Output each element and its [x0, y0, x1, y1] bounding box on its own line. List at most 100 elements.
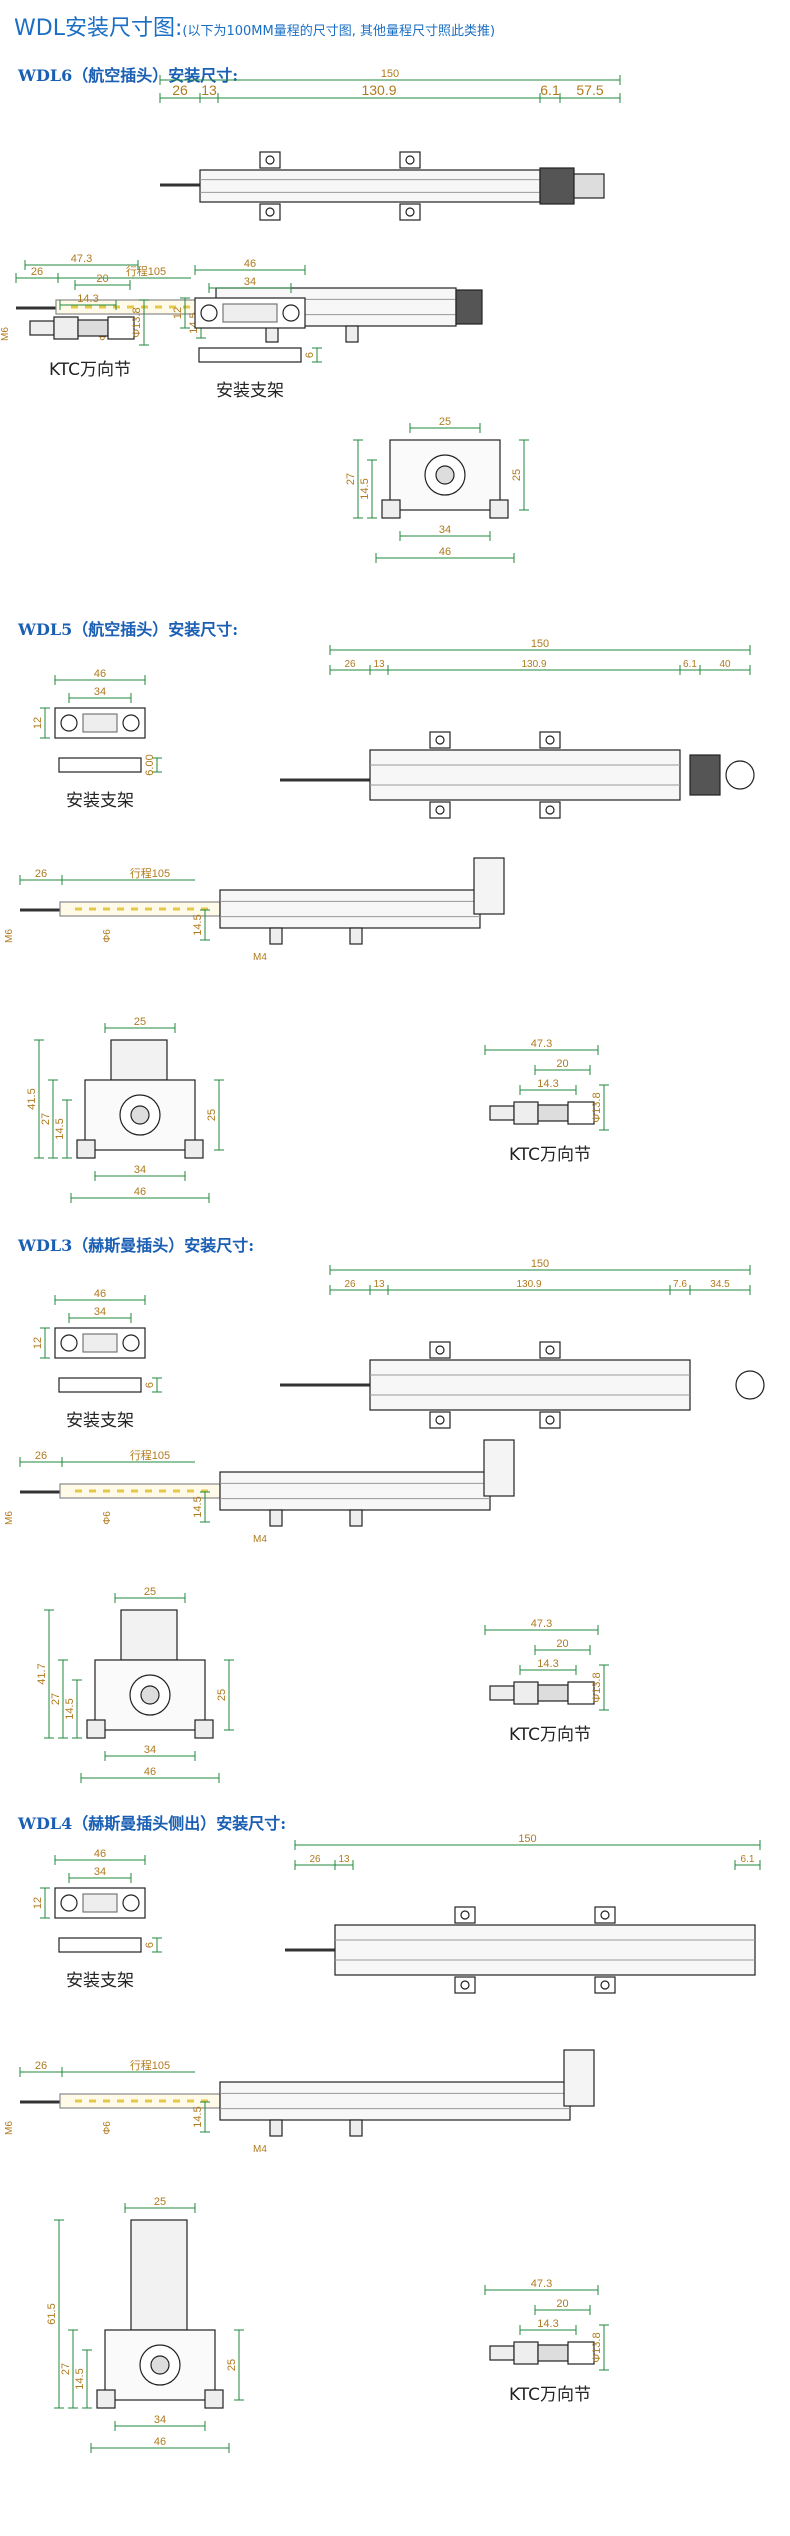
ktc-nut: [53, 316, 79, 340]
bracket-hole: [282, 304, 300, 322]
mount-hole: [435, 1415, 445, 1425]
dim-label: Φ13.8: [591, 1672, 603, 1702]
dim-label: 14.3: [537, 1078, 558, 1090]
connector-knurl: [539, 167, 575, 205]
bracket-hole: [200, 304, 218, 322]
dim-label: Φ6: [102, 1511, 113, 1525]
dim-label: 25: [134, 1016, 146, 1028]
dim-label: M4: [253, 1534, 267, 1545]
connector-housing: [120, 1609, 178, 1661]
dim-label: 12: [32, 1337, 44, 1349]
section-title-wdl3: WDL3（赫斯曼插头）安装尺寸:: [18, 1236, 255, 1255]
connector-face: [735, 1370, 765, 1400]
dim-label: 40: [719, 659, 731, 670]
dim-label: 26: [35, 2060, 47, 2072]
bracket-center: [82, 1333, 118, 1353]
dim-label: 46: [154, 2436, 166, 2448]
dim-label: 150: [381, 68, 399, 80]
dim-label: 57.5: [576, 82, 603, 98]
dim-label: 12: [32, 717, 44, 729]
dim-label: M6: [0, 327, 11, 341]
dim-label: 14.5: [192, 1496, 204, 1517]
push-rod: [59, 2093, 221, 2109]
dim-label: 13: [373, 659, 385, 670]
mount-hole: [545, 1345, 555, 1355]
ktc-nut: [513, 2341, 539, 2365]
ktc-caption: KTC万向节: [509, 1725, 591, 1745]
dim-label: 6.1: [683, 659, 697, 670]
connector-housing: [473, 857, 505, 915]
end-view-bore: [140, 1685, 160, 1705]
dim-label: 25: [511, 469, 523, 481]
dim-label: 61.5: [46, 2303, 58, 2324]
page-title: WDL安装尺寸图:(以下为100MM量程的尺寸图, 其他量程尺寸照此类推): [14, 10, 495, 42]
bracket-side: [198, 347, 302, 363]
dim-label: 行程105: [130, 2059, 170, 2072]
rod-clamp: [269, 1509, 283, 1527]
section-title-wdl4: WDL4（赫斯曼插头侧出）安装尺寸:: [18, 1814, 287, 1833]
dim-label: 46: [94, 668, 106, 680]
bracket-center: [222, 303, 278, 323]
dim-label: 27: [345, 473, 357, 485]
bracket-caption: 安装支架: [216, 381, 284, 401]
sensor-body-side: [219, 889, 481, 929]
sensor-body-side: [219, 2081, 571, 2121]
dim-label: 26: [344, 1279, 356, 1290]
mount-hole: [435, 1345, 445, 1355]
dim-label: 13: [201, 82, 217, 98]
bracket-side: [58, 1937, 142, 1953]
dim-label: 14.3: [537, 2318, 558, 2330]
rod-clamp: [349, 927, 363, 945]
dim-label: 34: [244, 276, 256, 288]
ktc-caption: KTC万向节: [49, 360, 131, 380]
ktc-caption: KTC万向节: [509, 2385, 591, 2405]
dim-label: 13: [373, 1279, 385, 1290]
dim-label: 150: [531, 1258, 549, 1270]
page-title-text: WDL安装尺寸图:: [14, 16, 183, 41]
ktc-caption: KTC万向节: [509, 1145, 591, 1165]
dim-label: 47.3: [531, 1618, 552, 1630]
dim-label: 25: [144, 1586, 156, 1598]
ktc-end: [567, 1681, 595, 1705]
dim-label: 12: [172, 307, 184, 319]
dim-label: 26: [35, 868, 47, 880]
dim-label: 13: [338, 1854, 350, 1865]
ktc-end: [107, 316, 135, 340]
dim-label: 14.5: [74, 2368, 86, 2389]
sensor-body-top: [199, 169, 541, 203]
dim-label: 25: [439, 416, 451, 428]
dim-label: 150: [518, 1833, 536, 1845]
dim-label: 14.5: [64, 1698, 76, 1719]
ktc-nut: [513, 1681, 539, 1705]
dim-label: 26: [35, 1450, 47, 1462]
dim-label: 27: [50, 1693, 62, 1705]
bracket-center: [82, 1893, 118, 1913]
ktc-joint: [77, 319, 109, 337]
bracket-hole: [60, 714, 78, 732]
dim-label: 25: [216, 1689, 228, 1701]
dim-label: 34: [94, 686, 106, 698]
end-view-foot: [184, 1139, 204, 1159]
dim-label: 6: [144, 1382, 156, 1388]
ktc-joint: [537, 2344, 569, 2362]
sensor-body-top: [334, 1924, 756, 1976]
dim-label: Φ13.8: [591, 2332, 603, 2362]
bracket-hole: [122, 1894, 140, 1912]
dim-label: 12: [32, 1897, 44, 1909]
bracket-hole: [122, 714, 140, 732]
dim-label: Φ6: [102, 929, 113, 943]
dim-label: 6: [144, 1942, 156, 1948]
end-view-foot: [194, 1719, 214, 1739]
end-view-foot: [96, 2389, 116, 2409]
connector-housing: [130, 2219, 188, 2331]
bracket-side: [58, 757, 142, 773]
mount-hole: [460, 1910, 470, 1920]
dim-label: 行程105: [126, 265, 166, 278]
dim-label: 14.5: [192, 914, 204, 935]
connector-housing: [483, 1439, 515, 1497]
mount-hole: [600, 1980, 610, 1990]
dim-label: M6: [4, 2121, 15, 2135]
dim-label: 25: [226, 2359, 238, 2371]
mount-hole: [265, 207, 275, 217]
dim-label: 25: [154, 2196, 166, 2208]
